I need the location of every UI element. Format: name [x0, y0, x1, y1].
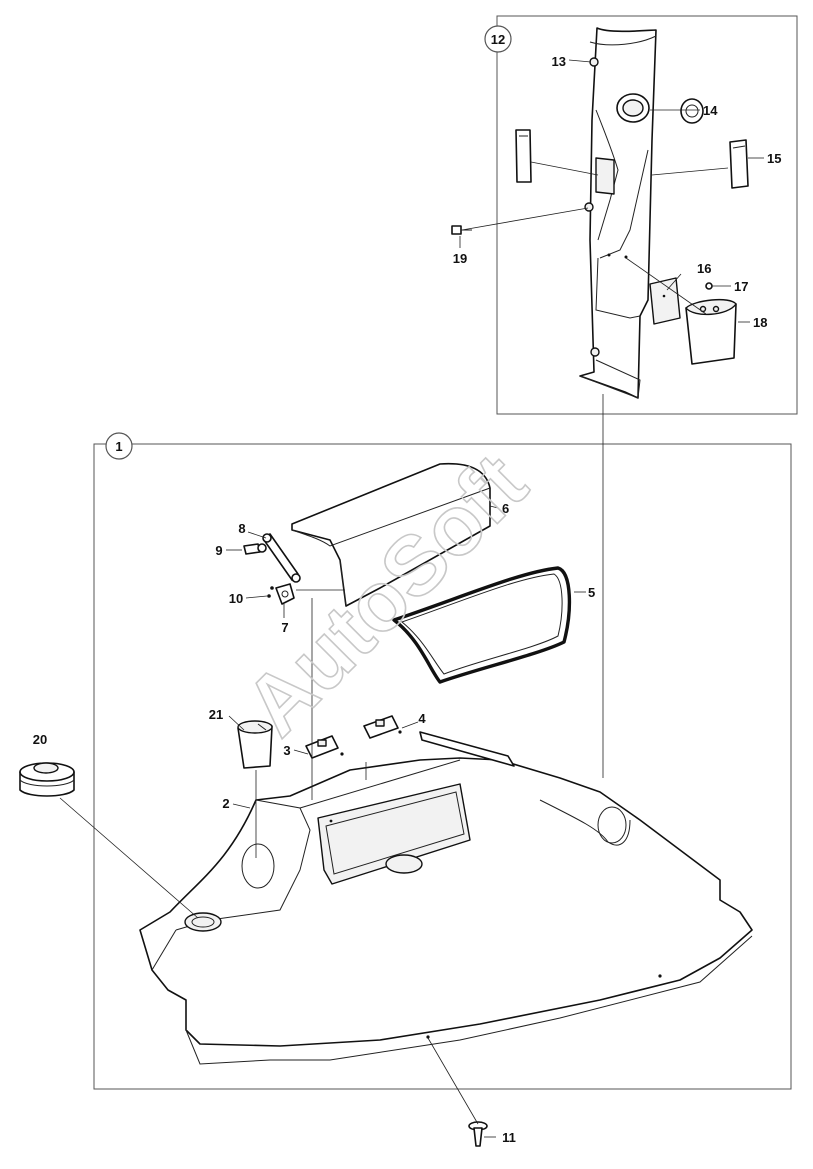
callout-9: 9	[215, 543, 222, 558]
pillar-trim-13	[579, 27, 657, 399]
callout-17: 17	[734, 279, 748, 294]
callout-19: 19	[453, 251, 467, 266]
strut-bracket-7	[267, 583, 295, 605]
callout-15: 15	[767, 151, 781, 166]
callout-8: 8	[238, 521, 245, 536]
lid-latch-4	[363, 715, 402, 739]
callout-2: 2	[222, 796, 229, 811]
callout-16: 16	[697, 261, 711, 276]
callout-14: 14	[703, 103, 718, 118]
label-plate-16	[649, 277, 681, 325]
group-12-frame: 12	[484, 15, 798, 415]
screw-11	[468, 1121, 488, 1147]
callout-11: 11	[502, 1130, 516, 1145]
callout-10: 10	[229, 591, 243, 606]
grommet-14	[616, 93, 704, 124]
weather-seal-5	[392, 566, 572, 684]
callout-4: 4	[418, 711, 426, 726]
callout-6: 6	[502, 501, 509, 516]
gas-strut-8	[262, 533, 301, 583]
bin-18	[685, 298, 737, 365]
group-1-label: 1	[115, 439, 122, 454]
callout-5: 5	[588, 585, 595, 600]
group-12-label: 12	[491, 32, 505, 47]
lid-latch-3	[305, 735, 344, 759]
callout-18: 18	[753, 315, 767, 330]
callout-20: 20	[33, 732, 47, 747]
callout-21: 21	[209, 707, 223, 722]
group-1-frame: 1	[93, 432, 792, 1090]
lid-trim-panel-6	[291, 462, 491, 607]
callout-13: 13	[552, 54, 566, 69]
clip-15	[515, 129, 749, 189]
cup-holder-21	[237, 720, 273, 769]
callout-numbers: 13 14 15 19 16 17 18 6 8 9 5 10 7 21 4 3…	[33, 54, 782, 1145]
leader-lines	[59, 59, 764, 1138]
trunk-liner-2	[139, 731, 753, 1065]
callout-7: 7	[281, 620, 288, 635]
callout-3: 3	[283, 743, 290, 758]
ball-stud-9	[243, 543, 267, 555]
grommet-20	[19, 762, 75, 797]
screw-17	[705, 282, 713, 290]
screw-19	[451, 225, 472, 235]
